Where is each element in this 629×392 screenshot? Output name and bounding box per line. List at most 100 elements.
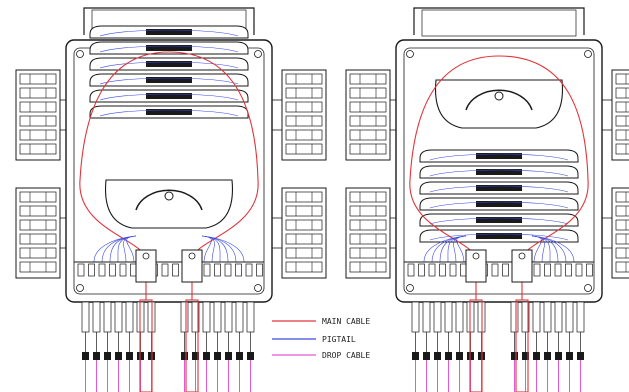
adapter-block: [281, 187, 327, 279]
storage-cradle: [434, 79, 564, 129]
splice-holder: [146, 29, 192, 35]
main-cable-exit: [185, 299, 199, 392]
drop-connector: [92, 301, 101, 333]
connector-boot: [456, 352, 463, 360]
main-cable-loop: [409, 55, 589, 300]
adapter-slot: [615, 247, 629, 259]
adapter-slot: [19, 219, 57, 231]
adapter-slot: [349, 233, 387, 245]
connector-boot: [192, 352, 199, 360]
drop-connector: [246, 301, 255, 333]
pigtail-route: [99, 61, 239, 69]
adapter-slot: [615, 219, 629, 231]
legend-main-cable-label: MAIN CABLE: [322, 317, 370, 326]
adapter-slot: [285, 115, 323, 127]
drop-connector: [103, 301, 112, 333]
screw-icon: [76, 284, 84, 292]
pigtail-route: [429, 153, 569, 161]
screw-icon: [584, 284, 592, 292]
pigtail-route: [99, 45, 239, 53]
connector-boot: [181, 352, 188, 360]
drop-port: [203, 263, 211, 277]
connector-boot: [82, 352, 89, 360]
drop-port: [161, 263, 169, 277]
adapter-slot: [285, 205, 323, 217]
splice-holder: [476, 201, 522, 207]
gland-nut-icon: [142, 252, 150, 260]
lid-hinge: [83, 7, 255, 35]
adapter-slot: [19, 205, 57, 217]
drop-port: [77, 263, 85, 277]
drop-connector: [422, 301, 431, 333]
drop-port: [428, 263, 436, 277]
storage-cradle: [104, 179, 234, 229]
connector-boot: [104, 352, 111, 360]
splice-holder: [476, 169, 522, 175]
pigtail-fanout: [126, 235, 137, 263]
adapter-slot: [349, 247, 387, 259]
drop-port: [491, 263, 499, 277]
adapter-slot: [19, 143, 57, 155]
drop-connector: [202, 301, 211, 333]
drop-connector: [114, 301, 123, 333]
drop-port: [586, 263, 593, 277]
lid-inner: [421, 9, 577, 37]
drop-port: [554, 263, 562, 277]
adapter-slot: [19, 191, 57, 203]
screw-icon: [254, 284, 262, 292]
adapter-slot: [285, 101, 323, 113]
center-post: [494, 91, 504, 101]
adapter-block: [611, 187, 629, 279]
drop-port: [439, 263, 446, 277]
drop-port: [214, 263, 221, 277]
connector-boot: [533, 352, 540, 360]
splice-holder: [146, 109, 192, 115]
connector-boot: [555, 352, 562, 360]
adapter-slot: [615, 73, 629, 85]
adapter-slot: [285, 87, 323, 99]
adapter-slot: [615, 191, 629, 203]
adapter-slot: [285, 233, 323, 245]
pigtail-route: [99, 29, 239, 37]
adapter-slot: [285, 219, 323, 231]
connector-boot: [434, 352, 441, 360]
adapter-slot: [349, 143, 387, 155]
splice-holder: [476, 185, 522, 191]
gland-nut-icon: [188, 252, 196, 260]
cable-gland: [465, 249, 487, 283]
splice-holder: [146, 61, 192, 67]
center-post: [164, 191, 174, 201]
screw-icon: [584, 50, 592, 58]
screw-icon: [406, 50, 414, 58]
drop-connector: [433, 301, 442, 333]
pigtail-fanout: [531, 235, 542, 263]
adapter-slot: [285, 261, 323, 273]
main-cable-exit: [515, 299, 529, 392]
adapter-slot: [285, 191, 323, 203]
drop-connector: [565, 301, 574, 333]
adapter-slot: [615, 205, 629, 217]
adapter-slot: [349, 205, 387, 217]
connector-boot: [423, 352, 430, 360]
drop-port: [245, 263, 253, 277]
adapter-slot: [349, 73, 387, 85]
drop-port: [256, 263, 263, 277]
legend-pigtail-label: PIGTAIL: [322, 335, 356, 344]
connector-boot: [566, 352, 573, 360]
splice-holder: [476, 153, 522, 159]
drop-connector: [180, 301, 189, 333]
adapter-block: [15, 69, 61, 161]
pigtail-route: [429, 169, 569, 177]
adapter-block: [345, 187, 391, 279]
pigtail-route: [429, 185, 569, 193]
drop-port: [98, 263, 106, 277]
adapter-block: [345, 69, 391, 161]
drop-connector: [125, 301, 134, 333]
cable-gland: [511, 249, 533, 283]
connector-boot: [511, 352, 518, 360]
adapter-block: [15, 187, 61, 279]
drop-connector: [554, 301, 563, 333]
adapter-slot: [349, 219, 387, 231]
drop-port: [235, 263, 242, 277]
